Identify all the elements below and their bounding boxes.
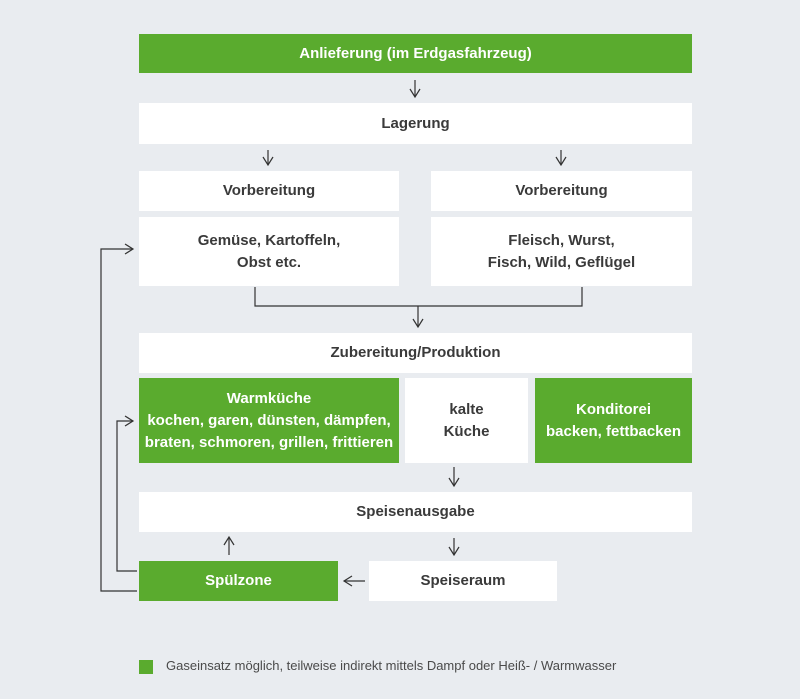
lagerung-box: Lagerung bbox=[139, 103, 692, 144]
gemuese-box: Gemüse, Kartoffeln, Obst etc. bbox=[139, 217, 399, 286]
vorbereitung-right-box: Vorbereitung bbox=[431, 171, 692, 211]
feedback-loop-inner bbox=[116, 415, 137, 572]
lagerung-label: Lagerung bbox=[381, 114, 450, 132]
konditorei-line-1: Konditorei bbox=[576, 400, 651, 418]
feedback-loop-outer bbox=[100, 243, 137, 592]
anlieferung-label: Anlieferung (im Erdgasfahrzeug) bbox=[299, 44, 532, 62]
vorbereitung-left-box: Vorbereitung bbox=[139, 171, 399, 211]
speisenausgabe-box: Speisenausgabe bbox=[139, 492, 692, 532]
konditorei-box: Konditorei backen, fettbacken bbox=[535, 378, 692, 463]
kalte-kueche-box: kalte Küche bbox=[405, 378, 528, 463]
warmkueche-line-1: Warmküche bbox=[226, 389, 312, 407]
fleisch-box: Fleisch, Wurst, Fisch, Wild, Geflügel bbox=[431, 217, 692, 286]
warmkueche-line-2: kochen, garen, dünsten, dämpfen, bbox=[147, 411, 391, 429]
kalte-kueche-line-1: kalte bbox=[449, 400, 484, 418]
speiseraum-box: Speiseraum bbox=[369, 561, 557, 601]
konditorei-line-2: backen, fettbacken bbox=[545, 422, 682, 440]
anlieferung-box: Anlieferung (im Erdgasfahrzeug) bbox=[139, 34, 692, 73]
spuelzone-box: Spülzone bbox=[139, 561, 338, 601]
warmkueche-box: Warmküche kochen, garen, dünsten, dämpfe… bbox=[139, 378, 399, 463]
fleisch-line-2: Fisch, Wild, Geflügel bbox=[487, 253, 636, 271]
zubereitung-label: Zubereitung/Produktion bbox=[330, 344, 501, 361]
vorbereitung-left-label: Vorbereitung bbox=[222, 182, 316, 199]
vorbereitung-right-label: Vorbereitung bbox=[515, 182, 608, 199]
speisenausgabe-label: Speisenausgabe bbox=[356, 503, 475, 520]
legend-swatch bbox=[139, 660, 153, 674]
speiseraum-label: Speiseraum bbox=[420, 572, 506, 589]
merge-line bbox=[254, 287, 583, 307]
warmkueche-line-3: braten, schmoren, grillen, frittieren bbox=[144, 433, 394, 451]
legend-text: Gaseinsatz möglich, teilweise indirekt m… bbox=[166, 658, 617, 673]
kalte-kueche-line-2: Küche bbox=[443, 422, 490, 440]
fleisch-line-1: Fleisch, Wurst, bbox=[508, 231, 615, 249]
spuelzone-label: Spülzone bbox=[205, 572, 272, 589]
gemuese-line-1: Gemüse, Kartoffeln, bbox=[197, 231, 341, 249]
zubereitung-box: Zubereitung/Produktion bbox=[139, 333, 692, 373]
gemuese-line-2: Obst etc. bbox=[236, 253, 302, 271]
